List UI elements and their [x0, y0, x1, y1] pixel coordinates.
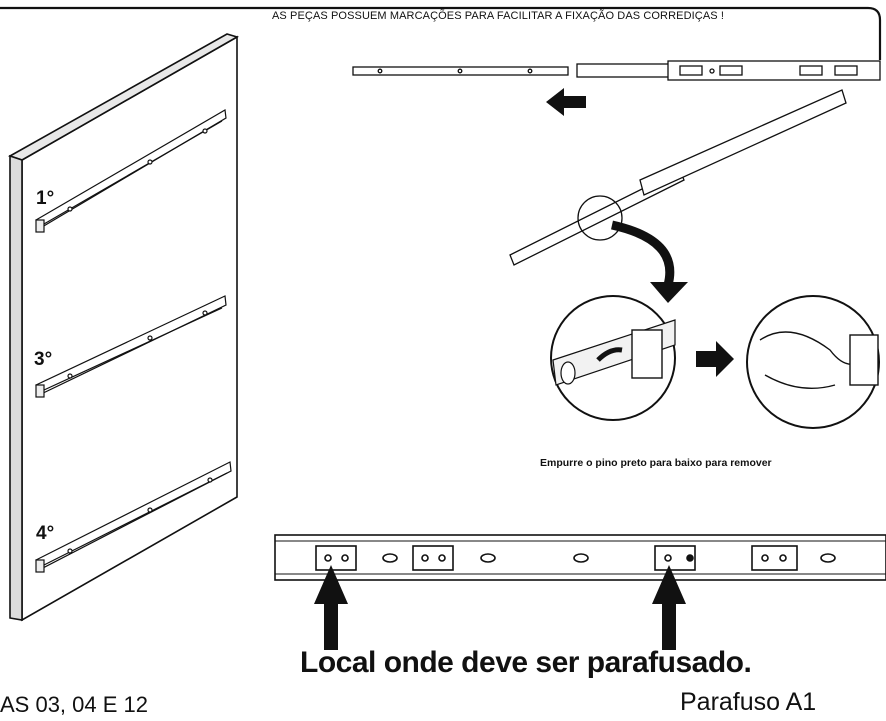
bottom-slide — [274, 534, 886, 581]
header-note: AS PEÇAS POSSUEM MARCAÇÕES PARA FACILITA… — [272, 10, 724, 22]
screw-location-label: Local onde deve ser parafusado. — [300, 646, 752, 679]
position-label-third: 3° — [34, 349, 53, 370]
detail-circle-left — [550, 295, 676, 421]
panel-slide-1 — [35, 109, 227, 233]
screw-name: Parafuso A1 — [680, 688, 817, 716]
detail-circle-right — [746, 295, 880, 429]
panel-slide-2 — [35, 295, 227, 398]
up-arrow-icon — [314, 565, 686, 650]
separated-slide — [352, 60, 881, 81]
left-arrow-icon — [546, 88, 586, 116]
diagonal-slide — [509, 89, 847, 266]
page-border — [0, 6, 882, 60]
side-panel — [8, 33, 240, 622]
position-label-first: 1° — [36, 188, 55, 209]
curved-arrow-icon — [611, 220, 675, 287]
panel-slide-3 — [35, 461, 232, 573]
position-label-fourth: 4° — [36, 523, 55, 544]
right-arrow-icon — [696, 341, 734, 377]
pages-reference: AS 03, 04 E 12 — [0, 692, 148, 717]
detail-caption: Empurre o pino preto para baixo para rem… — [540, 457, 772, 469]
